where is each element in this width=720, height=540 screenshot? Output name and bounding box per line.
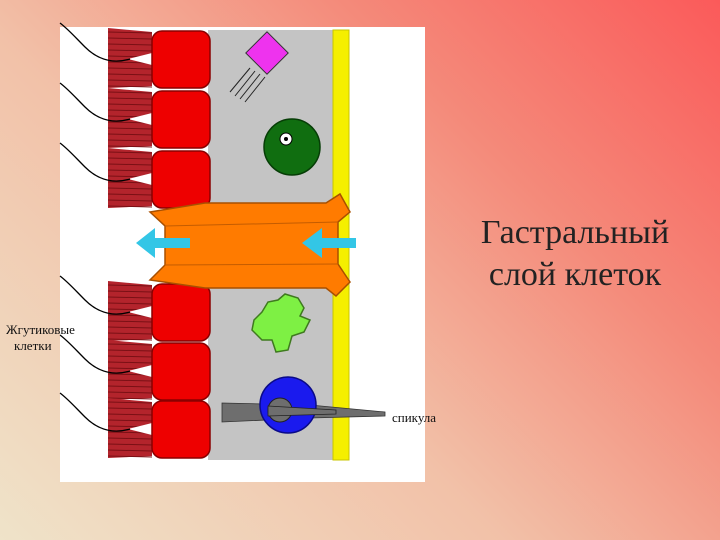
arrow-left [136, 228, 190, 258]
flagellum [59, 275, 131, 315]
slide-title: Гастральный слой клеток [450, 212, 700, 296]
collar [107, 148, 153, 208]
collar [107, 340, 153, 400]
flagellar-cell [151, 90, 211, 149]
flagella [59, 22, 131, 432]
green-cell [263, 118, 321, 176]
spicule-label-text: спикула [392, 410, 437, 425]
flagellum [59, 22, 131, 62]
flagellar-cell [151, 30, 211, 89]
flagellar-label-line-2: клетки [14, 338, 52, 353]
flagellar-cells-label: Жгутиковые клетки [6, 322, 75, 354]
flagellar-label-line-1: Жгутиковые [6, 322, 75, 337]
collar [107, 281, 153, 341]
blue-cell [259, 376, 337, 434]
magenta-cell [229, 31, 289, 103]
amoeboid-cell [251, 293, 312, 353]
porocyte-line [164, 263, 339, 266]
flagellar-cell [151, 150, 211, 209]
arrow-right-inner [302, 228, 356, 258]
title-line-2: слой клеток [488, 256, 662, 293]
flagellum [59, 392, 131, 432]
flagellar-cell [151, 400, 211, 459]
collars [107, 28, 153, 458]
title-line-1: Гастральный [480, 214, 670, 251]
flagellar-cells [151, 30, 211, 459]
flagellum [59, 82, 131, 122]
flagellar-cell [151, 283, 211, 342]
collar [107, 88, 153, 148]
flagellar-cell [151, 342, 211, 401]
spicule-label: спикула [392, 410, 436, 426]
collar [107, 398, 153, 458]
flagellum [59, 142, 131, 182]
flagellum [59, 334, 131, 374]
collar [107, 28, 153, 88]
porocyte-line [164, 221, 339, 227]
porocyte [148, 192, 351, 298]
